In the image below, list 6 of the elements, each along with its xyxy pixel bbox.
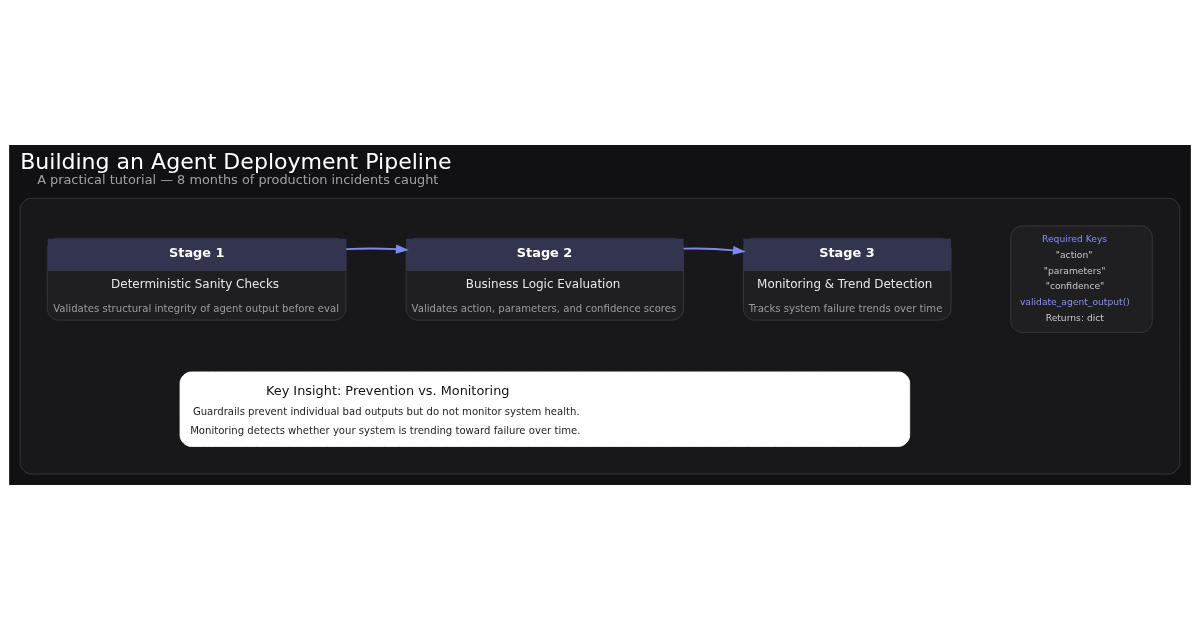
node-box: Key Insight: Prevention vs. Monitoring Guardrails prevent individual bad outputs but do not monitor system health. Monitoring detects whether your system is trending toward failure over time. — [179, 371, 911, 447]
node-box: Required Keys "action" "parameters" "confidence" validate_agent_output() Returns: dict — [1010, 225, 1153, 333]
diagram-title: Building an Agent Deployment Pipeline — [20, 149, 452, 175]
arrow — [345, 244, 409, 254]
arrow — [682, 245, 746, 255]
cluster — [19, 197, 1181, 475]
